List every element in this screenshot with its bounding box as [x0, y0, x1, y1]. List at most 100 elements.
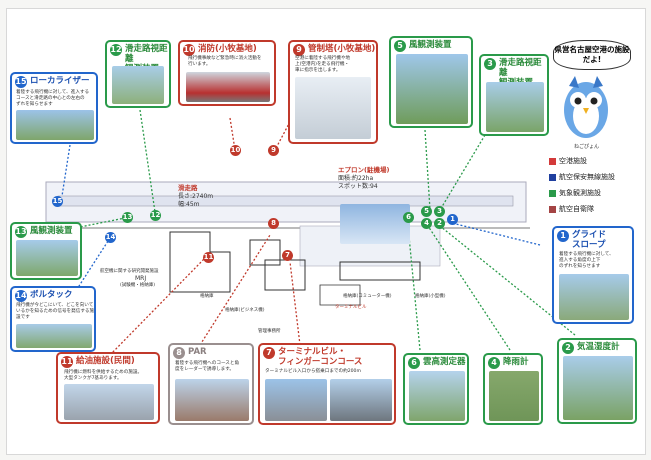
- box-title: 降雨計: [503, 357, 529, 367]
- office-building: [319, 284, 361, 306]
- runway-title: 滑走路: [178, 184, 198, 192]
- legend-weather: 気象観測施設: [549, 188, 601, 198]
- box-number: 8: [173, 347, 185, 359]
- par-photo: [175, 379, 249, 421]
- box-desc: 着陸する飛行機に対して、進入する コースと滑走路の中心との左右の ずれを知らせま…: [16, 90, 90, 107]
- marker-6[interactable]: 6: [403, 212, 414, 223]
- box-desc: 着陸する飛行機へのコースと角 度をレーダーで誘導します。: [175, 361, 240, 372]
- box-title: 風観測装置: [30, 226, 73, 236]
- speech-bubble: 県営名古屋空港の施設だよ!: [553, 40, 631, 70]
- box-title: ローカライザー: [30, 76, 90, 86]
- concourse-photo: [330, 379, 392, 421]
- fuel-tank-photo: [64, 384, 154, 420]
- terminal-label: ターミナルビル: [335, 305, 367, 310]
- box-title: 管制塔(小牧基地): [308, 44, 376, 54]
- box-title: 気温湿度計: [577, 342, 620, 352]
- box-number: 13: [15, 226, 27, 238]
- rain-gauge-photo: [489, 371, 539, 421]
- box-number: 9: [293, 44, 305, 56]
- hangar-building: [249, 239, 281, 266]
- marker-5[interactable]: 5: [421, 206, 432, 217]
- runway-width: 幅:45m: [178, 201, 200, 208]
- box-number: 12: [110, 44, 122, 56]
- tower-photo: [295, 77, 371, 139]
- hangar-business-label: 格納庫(ビジネス機): [225, 308, 265, 313]
- research-label: 航空機に関する研究開発施設: [100, 269, 159, 274]
- box-title: ターミナルビル・ フィンガーコンコース: [278, 347, 363, 367]
- mascot-name: ねごぴょん: [574, 144, 600, 150]
- box-number: 4: [488, 357, 500, 369]
- marker-10[interactable]: 10: [230, 145, 241, 156]
- fire-truck-photo: [186, 72, 270, 102]
- box-number: 11: [61, 356, 73, 368]
- research-building: [169, 231, 231, 293]
- box-number: 3: [484, 58, 496, 70]
- box-title: グライド スロープ: [572, 230, 607, 250]
- marker-13[interactable]: 13: [122, 212, 133, 223]
- hangar-label: 格納庫: [200, 294, 214, 299]
- marker-11[interactable]: 11: [203, 252, 214, 263]
- mrj-label: MRJ: [135, 275, 147, 282]
- box-number: 7: [263, 347, 275, 359]
- marker-14[interactable]: 14: [105, 232, 116, 243]
- box-title: 給油施設(民間): [76, 356, 135, 366]
- box-number: 15: [15, 76, 27, 88]
- box-number: 6: [408, 357, 420, 369]
- box-title: ボルタック: [30, 290, 73, 300]
- marker-2[interactable]: 2: [434, 218, 445, 229]
- box-number: 2: [562, 342, 574, 354]
- vortac-photo: [16, 324, 92, 348]
- marker-9[interactable]: 9: [268, 145, 279, 156]
- marker-8[interactable]: 8: [268, 218, 279, 229]
- rvr-photo: [112, 66, 164, 104]
- marker-1[interactable]: 1: [447, 214, 458, 225]
- box-desc: 飛行機に燃料を供給するための施設。 大型タンクが7基あります。: [64, 370, 143, 381]
- windsock-photo: [396, 54, 468, 124]
- mrj-sub-label: (試験機・格納庫): [120, 283, 156, 288]
- runway-length: 長さ:2740m: [178, 193, 214, 200]
- box-number: 5: [394, 40, 406, 52]
- hangar-commuter-label: 格納庫(コミューター機): [343, 294, 392, 299]
- ceilometer-photo: [409, 371, 465, 421]
- marker-3[interactable]: 3: [434, 206, 445, 217]
- marker-12[interactable]: 12: [150, 210, 161, 221]
- box-desc: 着陸する飛行機に対して、 進入する角度の上下 のずれを知らせます: [559, 252, 614, 269]
- apron-spots: スポット数:94: [338, 183, 378, 190]
- apron-title: エプロン(駐機場): [338, 166, 390, 174]
- terminal-photo: [265, 379, 327, 421]
- box-desc: 飛行機が今どこにいて、どこを向いて いるかを知るための信号を発信する施 設です: [16, 303, 95, 320]
- box-desc: 飛行機事故など緊急時に消火活動を 行います。: [188, 56, 262, 67]
- box-title: PAR: [188, 347, 207, 357]
- box-number: 1: [557, 230, 569, 242]
- windsock-photo: [16, 240, 78, 276]
- rvr-photo: [486, 82, 544, 132]
- box-title: 雲高測定器: [423, 357, 466, 367]
- box-desc: 空港に着陸する飛行機や地 上(空港内)を走る飛行機・ 車に指示を出します。: [295, 56, 351, 73]
- marker-7[interactable]: 7: [282, 250, 293, 261]
- legend-navaid: 航空保安無線施設: [549, 172, 615, 182]
- marker-4[interactable]: 4: [421, 218, 432, 229]
- thermometer-photo: [563, 356, 633, 420]
- mascot-owl: [564, 76, 608, 138]
- marker-15[interactable]: 15: [52, 196, 63, 207]
- box-title: 消防(小牧基地): [198, 44, 257, 54]
- box-number: 14: [15, 290, 27, 302]
- commuter-hangar: [339, 261, 421, 281]
- terminal-building: [264, 259, 306, 291]
